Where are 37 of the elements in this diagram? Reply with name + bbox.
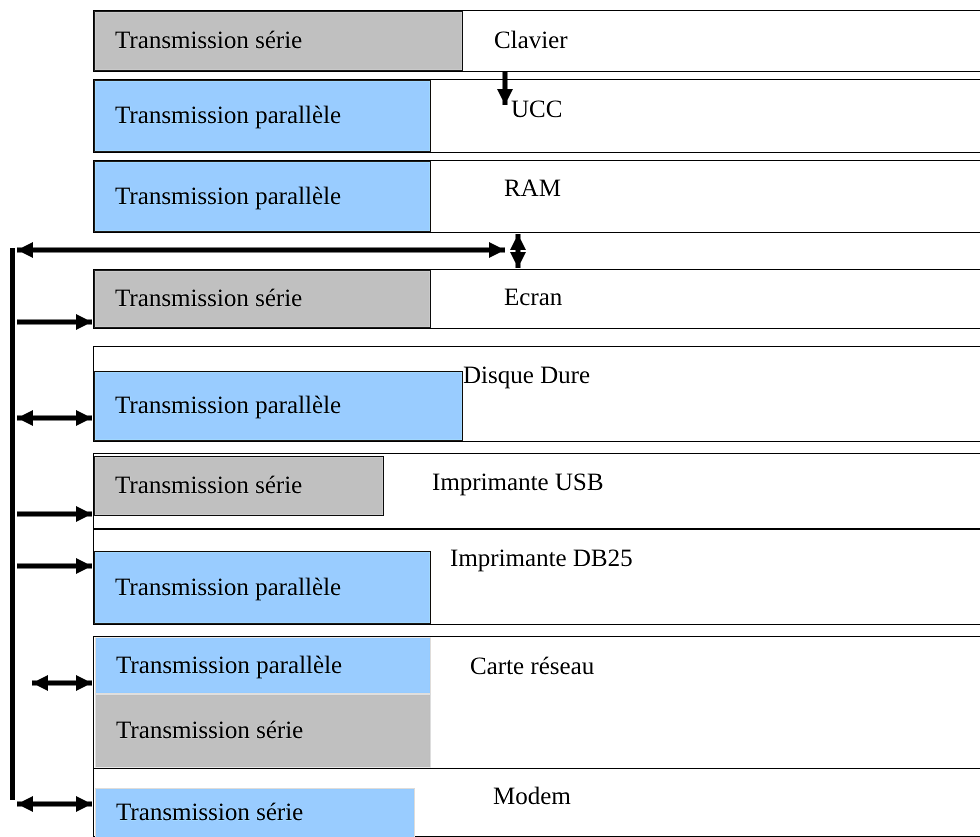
device-row (93, 160, 980, 233)
device-name: Imprimante USB (432, 469, 604, 497)
device-name: RAM (504, 175, 561, 203)
device-name: Disque Dure (463, 362, 590, 390)
transmission-label: Transmission série (94, 456, 384, 516)
transmission-label: Transmission série (95, 788, 415, 837)
device-row (93, 529, 980, 625)
device-row (93, 768, 980, 837)
device-name: Carte réseau (470, 653, 594, 681)
device-row (93, 636, 980, 769)
device-name: Clavier (494, 27, 568, 55)
device-name: Ecran (504, 284, 562, 312)
device-row (93, 346, 980, 442)
device-row (93, 269, 980, 329)
arrow (17, 506, 92, 522)
arrow (17, 796, 92, 812)
device-name: Modem (493, 783, 571, 811)
arrow (17, 410, 92, 426)
device-row (93, 79, 980, 153)
arrow (510, 234, 526, 268)
arrow (17, 242, 505, 258)
transmission-label: Transmission parallèle (95, 637, 431, 694)
device-name: Imprimante DB25 (450, 545, 633, 573)
device-name: UCC (511, 96, 562, 124)
transmission-label: Transmission série (95, 694, 431, 768)
transmission-label: Transmission parallèle (94, 371, 463, 441)
transmission-label: Transmission série (94, 11, 463, 71)
arrow (17, 558, 92, 574)
arrow (497, 72, 513, 105)
device-row (93, 453, 980, 529)
transmission-label: Transmission série (94, 270, 431, 328)
transmission-label: Transmission parallèle (94, 161, 431, 232)
arrow (17, 314, 92, 330)
arrow (32, 675, 92, 691)
transmission-label: Transmission parallèle (94, 80, 431, 152)
device-row (93, 10, 980, 72)
transmission-label: Transmission parallèle (94, 551, 431, 624)
